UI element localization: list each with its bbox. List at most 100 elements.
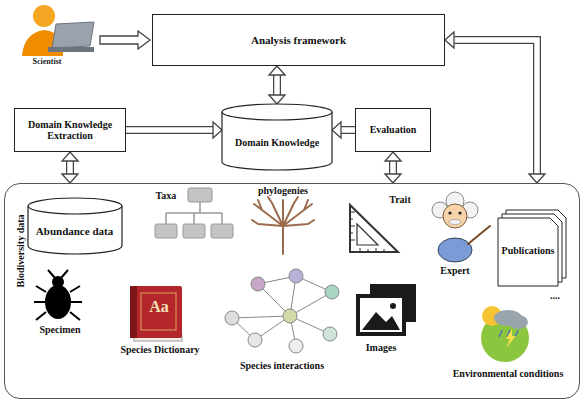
- interaction-network: [289, 339, 303, 353]
- block-arrow: [332, 122, 355, 138]
- scientist-icon: [33, 5, 55, 27]
- database-cylinder: Abundance data: [28, 198, 122, 254]
- arrow-shaft-outline: [341, 126, 355, 134]
- block-arrow: [385, 152, 401, 183]
- block-arrow: [269, 66, 285, 104]
- process-box: Evaluation: [355, 108, 431, 152]
- ellipsis: ....: [538, 290, 572, 302]
- dictionary-book: [141, 293, 176, 330]
- dictionary-book: [130, 286, 182, 341]
- block-arrow: [445, 32, 545, 183]
- interaction-network: [323, 327, 337, 341]
- cylinder-rim: [222, 112, 332, 120]
- specimen-beetle: [34, 270, 82, 320]
- taxa-icon: [183, 224, 205, 238]
- arrow-head: [62, 152, 78, 161]
- database-cylinder-outline: [28, 198, 122, 254]
- arrow-shaft-outline: [389, 161, 397, 174]
- specimen-beetle: [34, 270, 82, 320]
- arrow-head: [445, 32, 454, 48]
- scientist-icon: [48, 47, 94, 52]
- trait-icon: [350, 205, 398, 252]
- interaction-network: [225, 311, 239, 325]
- images-icon: [362, 312, 400, 330]
- icon-label: Environmental conditions: [436, 368, 580, 380]
- scientist-icon: [22, 5, 94, 56]
- arrow-shaft: [67, 161, 73, 174]
- node-text: Domain Knowledge Extraction: [15, 116, 125, 145]
- trait-icon: [350, 205, 398, 252]
- cylinder-rim: [28, 206, 122, 214]
- interaction-network: [283, 309, 297, 323]
- trait-icon: [357, 224, 378, 245]
- expert-icon: [443, 204, 467, 228]
- images-icon: [390, 303, 396, 309]
- process-box: Domain Knowledge Extraction: [14, 108, 126, 152]
- icon-label: Species Dictionary: [100, 344, 220, 356]
- environment-icon: [508, 315, 528, 329]
- icon-label: Scientist: [22, 57, 72, 66]
- expert-icon: [468, 226, 490, 244]
- block-arrow: [62, 152, 78, 183]
- taxa-icon: [155, 224, 177, 238]
- arrow-head: [213, 122, 222, 138]
- expert-icon: [432, 192, 490, 262]
- expert-icon: [448, 211, 451, 214]
- node-text: Analysis framework: [153, 31, 444, 50]
- page-sheet: [498, 218, 558, 286]
- arrow-shaft-outline: [454, 40, 537, 174]
- database-cylinder-outline: [222, 104, 332, 170]
- block-arrow: [126, 122, 222, 138]
- database-cylinder: Domain Knowledge: [222, 104, 332, 170]
- icon-label: Specimen: [25, 324, 95, 336]
- arrow-head: [269, 66, 285, 75]
- images-icon: [358, 296, 404, 334]
- document-stack-outline: [498, 210, 566, 286]
- scientist-icon: [52, 22, 94, 48]
- interaction-network: [225, 269, 339, 353]
- interaction-network: [248, 333, 262, 347]
- node-text: Abundance data: [28, 211, 122, 240]
- interaction-network: [289, 269, 303, 283]
- document-stack: Publications: [498, 210, 566, 286]
- arrow-head: [62, 174, 78, 183]
- interaction-network: [251, 277, 265, 291]
- arrow-head: [332, 122, 341, 138]
- icon-label: Species interactions: [212, 360, 352, 372]
- icon-label: Images: [351, 342, 411, 354]
- arrow-head: [385, 152, 401, 161]
- icon-label: Taxa: [148, 190, 184, 202]
- arrow-shaft: [274, 75, 280, 95]
- expert-icon: [458, 211, 461, 214]
- expert-icon: [449, 220, 461, 225]
- dictionary-book: [130, 286, 137, 338]
- arrow-head: [269, 95, 285, 104]
- specimen-beetle: [45, 285, 71, 319]
- icon-label: Expert: [425, 265, 485, 277]
- book-title: Aa: [138, 298, 180, 316]
- icon-label: Trait: [380, 194, 420, 206]
- phylogeny-icon: [252, 197, 314, 254]
- node-text: Publications: [498, 237, 566, 259]
- environment-icon: [506, 329, 516, 348]
- arrow-head: [385, 174, 401, 183]
- cylinder-body: [222, 104, 332, 170]
- node-text: Domain Knowledge: [222, 123, 332, 151]
- arrow-shaft: [454, 40, 537, 174]
- arrow-shaft-outline: [273, 75, 281, 95]
- region-title: Biodiversity data: [14, 196, 28, 306]
- taxa-icon: [211, 224, 233, 238]
- data-region: Biodiversity dataAbundance dataPublicati…: [4, 183, 580, 399]
- images-icon: [358, 284, 416, 334]
- taxa-icon: [155, 188, 233, 238]
- arrow-shaft: [341, 127, 355, 133]
- expert-icon: [438, 238, 472, 262]
- page-sheet: [506, 210, 566, 278]
- dictionary-book: [130, 286, 182, 338]
- scientist-arrow: [100, 31, 150, 49]
- interaction-network: [232, 276, 332, 346]
